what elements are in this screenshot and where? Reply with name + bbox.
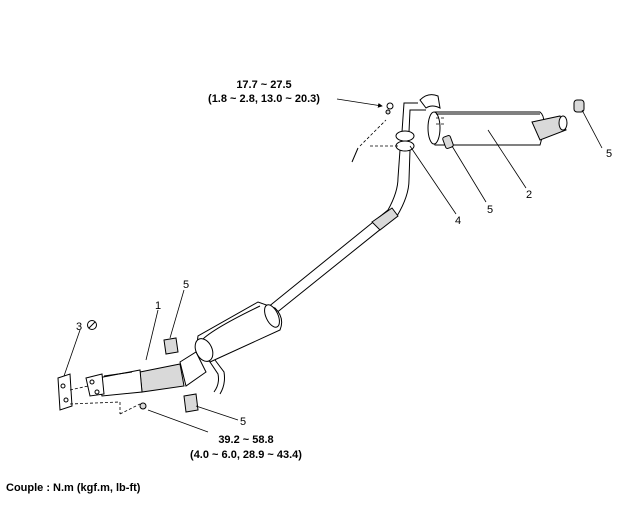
front-pipe bbox=[85, 351, 207, 397]
torque-upper-nm: 17.7 ~ 27.5 bbox=[236, 79, 291, 91]
callout-center-clamp: 4 bbox=[455, 215, 461, 227]
do-not-reuse-icon bbox=[87, 320, 97, 330]
bolt-nut bbox=[351, 102, 446, 163]
torque-upper-imperial: (1.8 ~ 2.8, 13.0 ~ 20.3) bbox=[208, 93, 320, 105]
center-muffler bbox=[194, 301, 283, 395]
hanger-front-lower bbox=[183, 393, 199, 413]
torque-unit-caption: Couple : N.m (kgf.m, lb-ft) bbox=[6, 482, 141, 494]
callout-hanger-front-lower: 5 bbox=[240, 416, 246, 428]
callout-hanger-rear: 5 bbox=[606, 148, 612, 160]
callout-gasket: 3 bbox=[76, 321, 82, 333]
torque-lower-imperial: (4.0 ~ 6.0, 28.9 ~ 43.4) bbox=[190, 449, 302, 461]
main-muffler bbox=[419, 94, 568, 146]
center-pipe bbox=[261, 102, 426, 319]
callout-main-muffler: 2 bbox=[526, 189, 532, 201]
hanger-center bbox=[442, 135, 454, 149]
callout-hanger-center: 5 bbox=[487, 204, 493, 216]
hanger-rear bbox=[573, 99, 585, 113]
callout-hanger-front-upper: 5 bbox=[183, 279, 189, 291]
torque-lower-nm: 39.2 ~ 58.8 bbox=[218, 434, 273, 446]
hanger-front-upper bbox=[163, 337, 179, 355]
gasket bbox=[57, 373, 147, 415]
callout-front-pipe: 1 bbox=[155, 300, 161, 312]
